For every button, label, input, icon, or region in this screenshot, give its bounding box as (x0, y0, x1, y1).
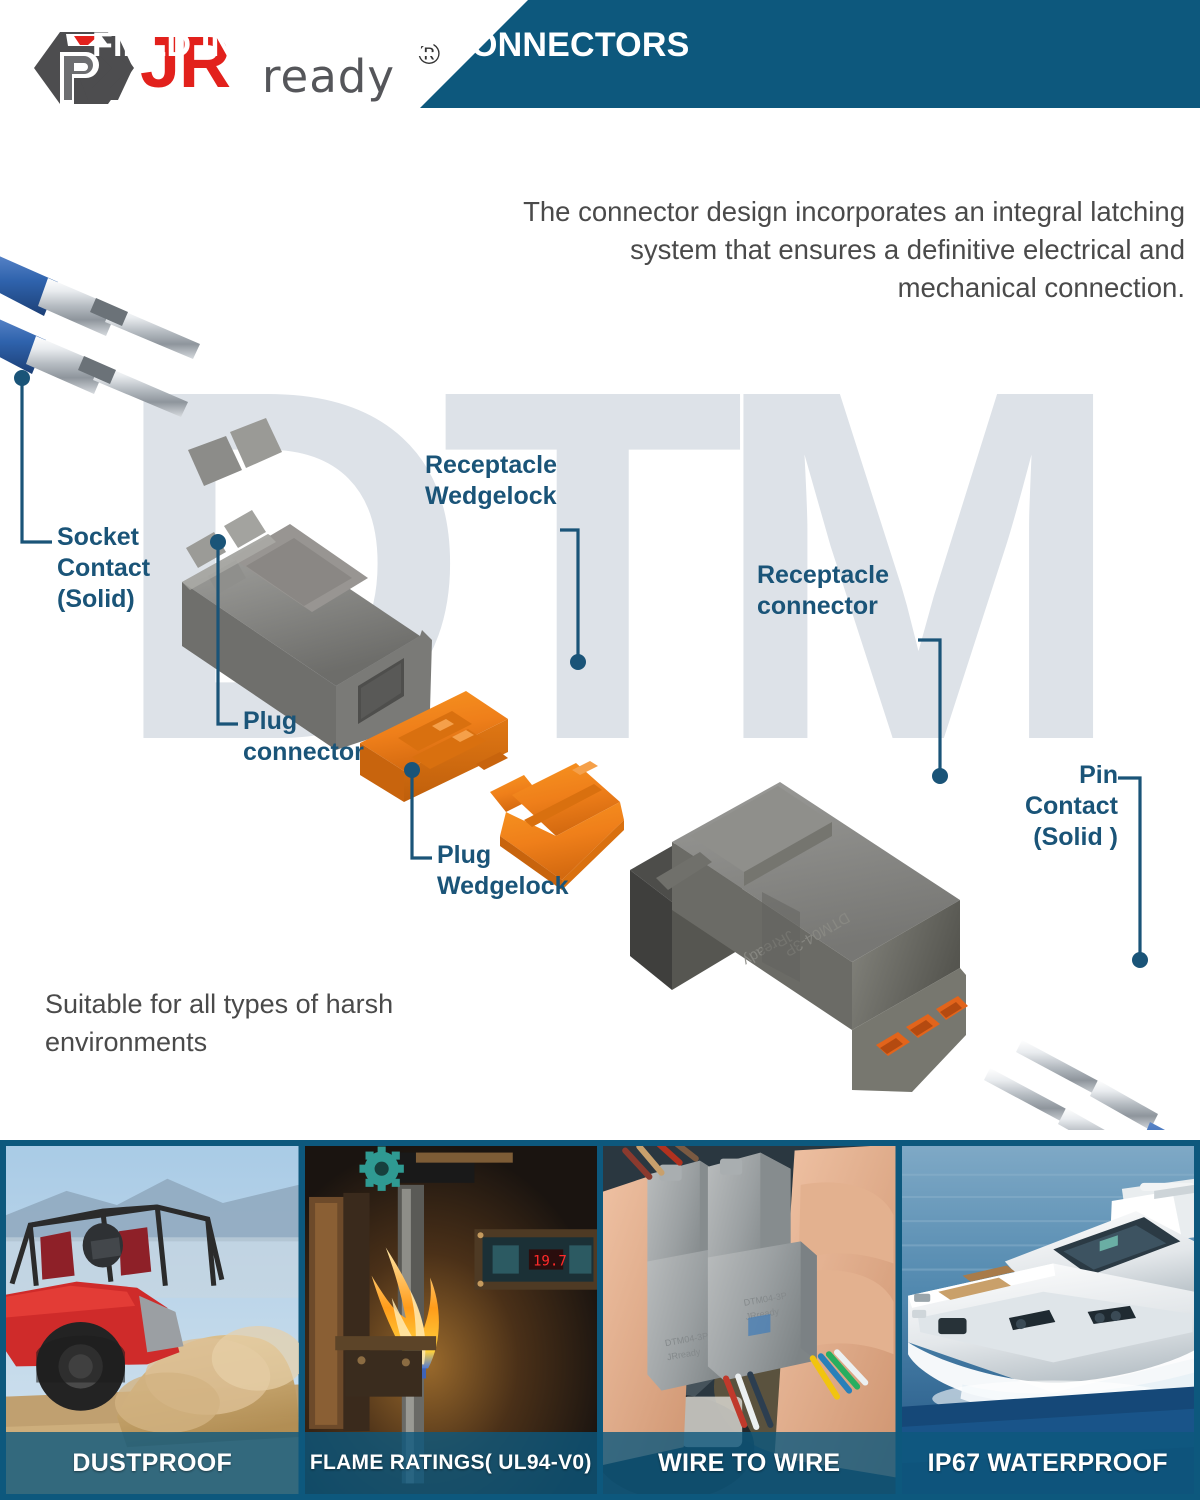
receptacle-wedgelock-body (490, 761, 624, 890)
panel-caption-text: IP67 WATERPROOF (927, 1448, 1168, 1477)
panel-dustproof: DUSTPROOF (6, 1146, 299, 1494)
exploded-connector-illustration: JRready DTM04-3P (0, 130, 1200, 1130)
callout-plug-connector: Plug connector (243, 707, 364, 766)
callout-leader-lines (20, 378, 1142, 960)
callout-leader-dots (14, 370, 1148, 968)
page-title: FIELD INSTALLABLE CONNECTORS (92, 26, 690, 64)
socket-contact-parts (0, 256, 200, 417)
jrready-hex-logo-icon (34, 32, 134, 104)
panel-caption-text: DUSTPROOF (72, 1448, 233, 1477)
panel-flame-ratings: 19.7 FLAME RATINGS( UL94-V0) (304, 1146, 597, 1494)
panel-ip67-waterproof: IP67 WATERPROOF (901, 1146, 1194, 1494)
panel-caption-wire-to-wire: WIRE TO WIRE (603, 1432, 896, 1494)
panel-wire-to-wire: DTM04-3P JRready DTM04-3P JRready (603, 1146, 896, 1494)
header-banner (420, 0, 1200, 108)
page-header: JR ready ® FIELD INSTALLABLE CONNECTORS (0, 0, 1200, 122)
logo-jr-text: JR (140, 23, 231, 103)
feature-panels: DUSTPROOF (0, 1140, 1200, 1500)
intro-description: The connector design incorporates an int… (523, 196, 1185, 303)
receptacle-connector-body: JRready DTM04-3P (630, 782, 968, 1092)
callout-pin-contact: Pin Contact (Solid ) (1024, 761, 1118, 851)
callout-socket-contact: Socket Contact (Solid) (57, 523, 151, 613)
panel-caption-text: FLAME RATINGS( UL94-V0) (309, 1451, 592, 1474)
registered-trademark-icon: ® (418, 38, 441, 71)
plug-wedgelock-body (360, 691, 508, 802)
svg-text:19.7: 19.7 (532, 1254, 566, 1270)
pin-contact-parts (984, 1040, 1165, 1130)
receptacle-contact-cavities (876, 996, 968, 1056)
photo-red-utv-dust (6, 1146, 299, 1494)
logo-ready-text: ready (262, 50, 395, 103)
callout-receptacle-wedgelock: Receptacle Wedgelock (425, 451, 558, 510)
panel-caption-dustproof: DUSTPROOF (6, 1432, 299, 1494)
brand-logo: JR ready ® (30, 22, 440, 114)
callout-plug-wedgelock: Plug Wedgelock (437, 841, 569, 900)
connector-parts-graphic: JRready DTM04-3P (0, 256, 1165, 1130)
harsh-environment-note: Suitable for all types of harsh environm… (45, 989, 394, 1057)
callout-receptacle-connector: Receptacle connector (757, 561, 890, 620)
panel-caption-flame: FLAME RATINGS( UL94-V0) (304, 1432, 597, 1494)
panel-caption-waterproof: IP67 WATERPROOF (901, 1432, 1194, 1494)
panel-caption-text: WIRE TO WIRE (658, 1448, 841, 1477)
